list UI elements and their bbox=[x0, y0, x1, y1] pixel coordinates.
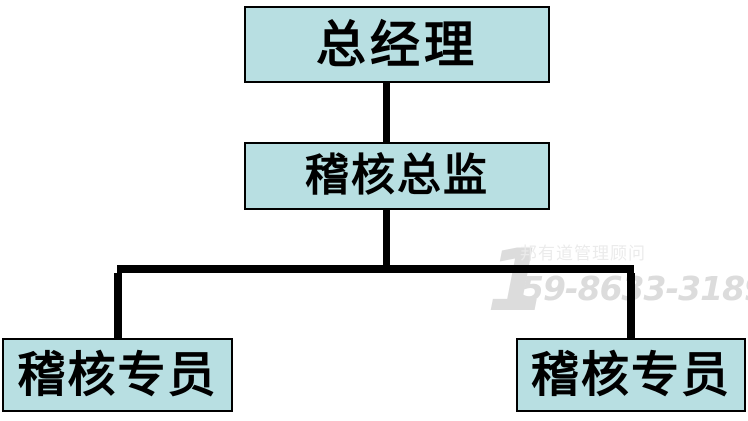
org-node-audit-specialist-right[interactable]: 稽核专员 bbox=[516, 338, 746, 412]
watermark-big-number: 1 bbox=[487, 231, 547, 331]
connector-middle-to-bus bbox=[383, 209, 390, 271]
connector-horizontal-bus bbox=[117, 265, 634, 273]
org-node-audit-director[interactable]: 稽核总监 bbox=[244, 142, 550, 210]
org-node-audit-specialist-left[interactable]: 稽核专员 bbox=[2, 338, 233, 412]
org-node-general-manager-label: 总经理 bbox=[316, 15, 478, 74]
watermark-company-name: 邦有道管理顾问 bbox=[520, 244, 646, 264]
org-node-audit-director-label: 稽核总监 bbox=[305, 150, 489, 201]
connector-bus-to-bottom-right bbox=[627, 273, 635, 338]
org-node-general-manager[interactable]: 总经理 bbox=[244, 6, 550, 83]
org-node-audit-specialist-right-label: 稽核专员 bbox=[530, 347, 731, 403]
connector-bus-to-bottom-left bbox=[114, 273, 122, 338]
org-node-audit-specialist-left-label: 稽核专员 bbox=[17, 347, 218, 403]
connector-top-to-middle bbox=[383, 82, 390, 142]
